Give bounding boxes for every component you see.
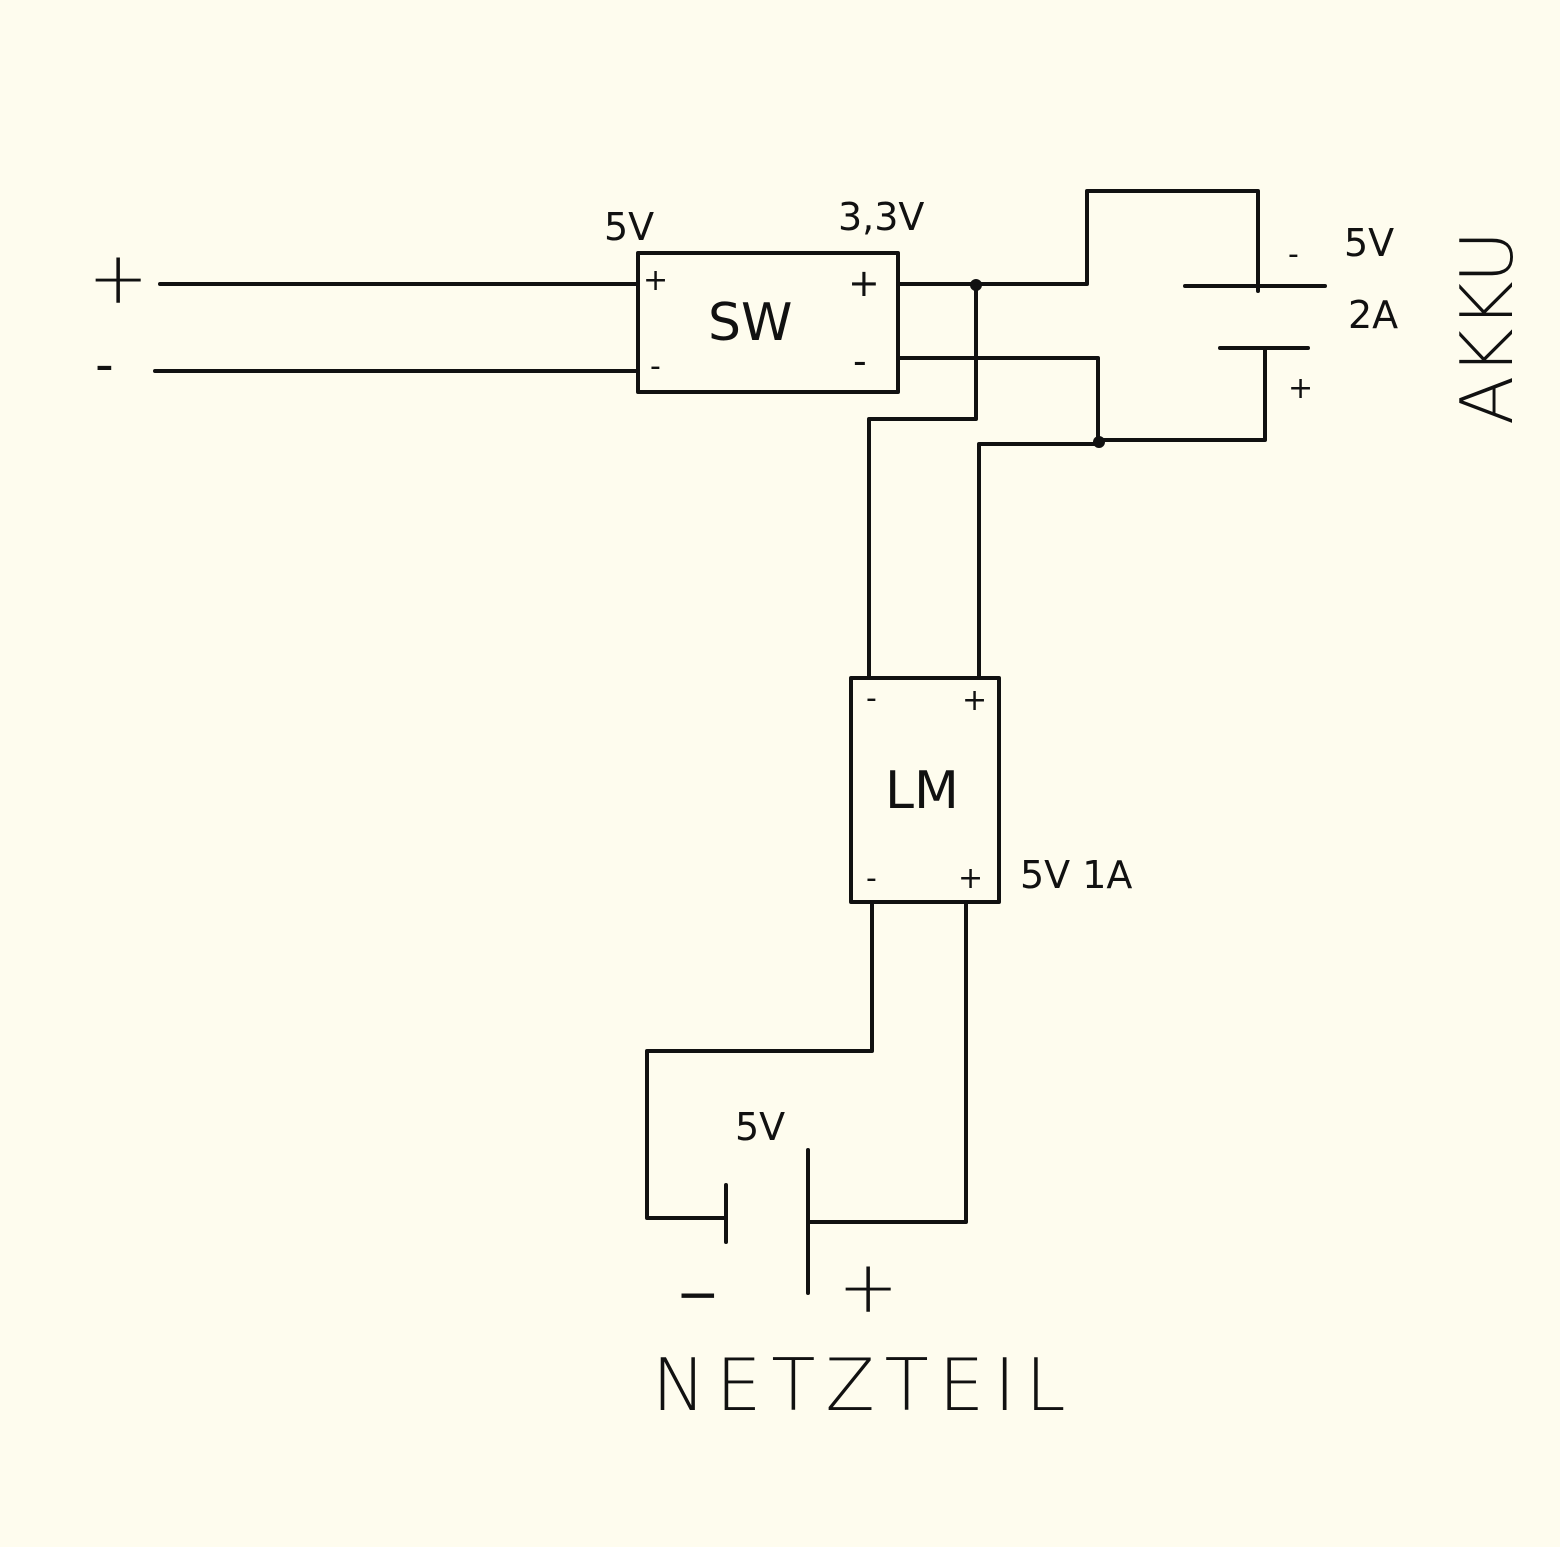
lm-rating: 5V 1A bbox=[1020, 853, 1132, 897]
akku-current: 2A bbox=[1348, 293, 1398, 337]
sw-out-plus: + bbox=[848, 261, 880, 305]
lm-minus-to-netzteil-wire bbox=[645, 900, 874, 1220]
lm-top-plus: + bbox=[962, 683, 987, 718]
input-minus-label: - bbox=[95, 335, 114, 395]
sw-out-minus-wire bbox=[896, 356, 1100, 444]
sw-out-plus-to-akku-wire bbox=[896, 189, 1260, 293]
junction-to-lm-minus-wire bbox=[867, 283, 978, 680]
input-plus-label: + bbox=[88, 236, 148, 320]
akku-plus-label: + bbox=[1288, 371, 1313, 406]
akku-voltage: 5V bbox=[1344, 221, 1394, 265]
sw-in-plus: + bbox=[643, 263, 668, 298]
akku-label: AKKU bbox=[1445, 231, 1529, 425]
sw-out-minus: - bbox=[853, 339, 867, 383]
sw-input-voltage: 5V bbox=[604, 205, 654, 249]
netzteil-label: NETZTEIL bbox=[652, 1343, 1075, 1427]
netzteil-minus-label: − bbox=[676, 1265, 720, 1325]
lm-label: LM bbox=[885, 761, 959, 821]
lm-bottom-plus: + bbox=[958, 861, 983, 896]
sw-output-voltage: 3,3V bbox=[838, 195, 924, 239]
akku-minus-label: - bbox=[1288, 237, 1299, 272]
lm-bottom-minus: - bbox=[866, 861, 877, 896]
lm-plus-to-netzteil-wire bbox=[808, 900, 968, 1224]
sw-in-minus: - bbox=[650, 349, 661, 384]
akku-plus-wire bbox=[1097, 346, 1267, 442]
sw-label: SW bbox=[708, 293, 792, 353]
netzteil-voltage: 5V bbox=[735, 1105, 785, 1149]
netzteil-plus-label: + bbox=[838, 1245, 898, 1329]
lm-regulator-box bbox=[849, 676, 1001, 904]
junction-to-lm-plus-wire bbox=[977, 442, 1101, 680]
sw-converter-box bbox=[636, 251, 900, 394]
lm-top-minus: - bbox=[866, 681, 877, 716]
